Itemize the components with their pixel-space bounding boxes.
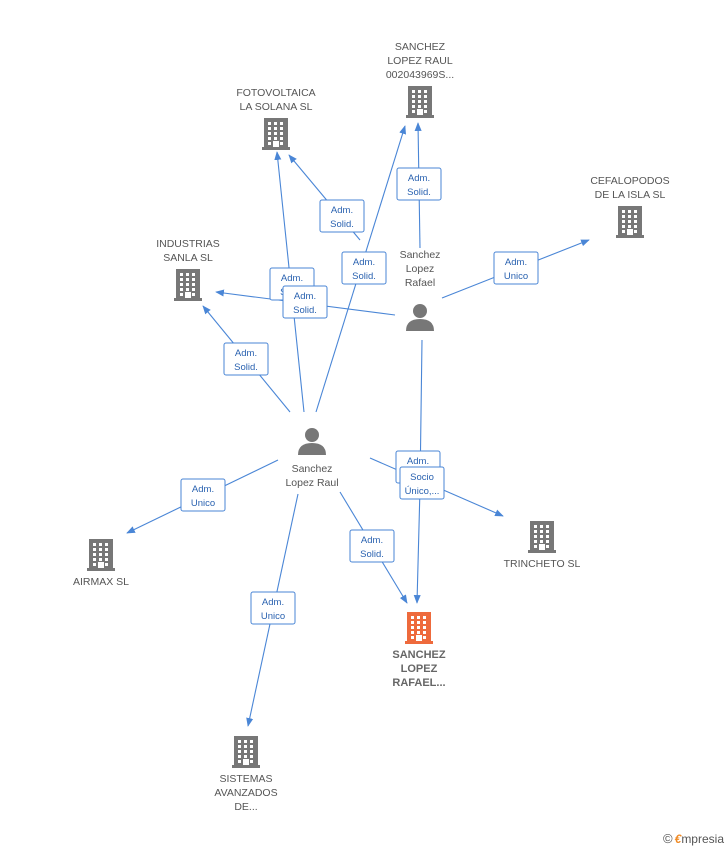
edge-role-label[interactable]: Adm. Unico <box>250 591 296 625</box>
edge-role-text: Solid. <box>352 271 376 282</box>
building-icon <box>406 86 434 118</box>
node-label-line: SANCHEZ <box>395 41 446 53</box>
edge-role-text: Adm. <box>235 348 257 359</box>
node-label-line: SISTEMAS <box>219 773 272 785</box>
edge-role-label[interactable]: Adm. Solid. <box>396 167 442 201</box>
building-icon <box>174 269 202 301</box>
node-cefalopodos[interactable]: CEFALOPODOS DE LA ISLA SL <box>590 175 670 238</box>
node-label-line: DE LA ISLA SL <box>595 189 666 201</box>
node-label-line: LOPEZ RAUL <box>387 55 453 67</box>
node-sanchez_lopez_raul_co[interactable]: SANCHEZ LOPEZ RAUL 002043969S... <box>386 41 454 118</box>
node-label-line: CEFALOPODOS <box>590 175 669 187</box>
nodes-layer: SANCHEZ LOPEZ RAUL 002043969S... FOTOVOLTAI… <box>73 41 670 813</box>
edge-role-text: Adm. <box>331 205 353 216</box>
brand-name-rest: mpresia <box>681 832 724 846</box>
building-icon <box>405 612 433 644</box>
edge-role-label[interactable]: Adm. Unico <box>180 478 226 512</box>
empresia-watermark: ©€mpresia <box>663 831 724 846</box>
copyright-symbol: © <box>663 831 673 846</box>
edge-role-text: Solid. <box>360 549 384 560</box>
edge-role-label[interactable]: Adm. Solid. <box>319 199 365 233</box>
edge-role-text: Adm. <box>294 291 316 302</box>
node-label-line: TRINCHETO SL <box>504 558 581 570</box>
node-label-line: AIRMAX SL <box>73 576 129 588</box>
edge-role-text: Unico <box>504 271 528 282</box>
node-label-line: RAFAEL... <box>392 677 445 689</box>
node-label-line: FOTOVOLTAICA <box>236 87 315 99</box>
node-label-line: Lopez Raul <box>285 477 338 489</box>
node-label-line: 002043969S... <box>386 69 454 81</box>
brand-first-letter: € <box>674 832 682 846</box>
edge-role-label[interactable]: Adm. Unico <box>493 251 539 285</box>
building-icon <box>616 206 644 238</box>
building-icon <box>87 539 115 571</box>
edge-role-text: Solid. <box>293 305 317 316</box>
edge-role-text: Adm. <box>361 535 383 546</box>
node-sistemas[interactable]: SISTEMAS AVANZADOS DE... <box>214 736 278 813</box>
edge-role-label[interactable]: Adm. Solid. <box>349 529 395 563</box>
node-label-line: INDUSTRIAS <box>156 238 220 250</box>
building-icon <box>232 736 260 768</box>
building-icon <box>528 521 556 553</box>
edge-role-label[interactable]: Adm. Solid. <box>223 342 269 376</box>
building-icon <box>262 118 290 150</box>
node-label-line: AVANZADOS <box>214 787 277 799</box>
edge-labels-layer: Adm. Solid. Adm. Solid. Adm. Solid. Adm. Solid.… <box>180 167 539 625</box>
edge-role-text: Solid. <box>330 219 354 230</box>
node-label-line: Sanchez <box>292 463 333 475</box>
node-trincheto[interactable]: TRINCHETO SL <box>504 521 581 570</box>
edge-role-text: Unico <box>261 611 285 622</box>
edge-role-text: Adm. <box>353 257 375 268</box>
node-label-line: Rafael <box>405 277 435 289</box>
edge-role-label[interactable]: SocioÚnico,... <box>399 466 445 500</box>
edge-role-text: Unico <box>191 498 215 509</box>
edge-role-text: Único,... <box>405 486 440 497</box>
node-label-line: SANLA SL <box>163 252 213 264</box>
edge-role-text: Adm. <box>407 456 429 467</box>
node-label-line: SANCHEZ <box>392 649 445 661</box>
node-industrias[interactable]: INDUSTRIAS SANLA SL <box>156 238 220 301</box>
edge-role-text: Adm. <box>408 173 430 184</box>
edge-role-text: Adm. <box>505 257 527 268</box>
edge-role-label[interactable]: Adm. Solid. <box>282 285 328 319</box>
edge-role-text: Adm. <box>281 273 303 284</box>
node-label-line: Lopez <box>406 263 435 275</box>
edge-role-text: Solid. <box>234 362 258 373</box>
node-label-line: LA SOLANA SL <box>240 101 313 113</box>
node-airmax[interactable]: AIRMAX SL <box>73 539 129 588</box>
edge-role-text: Adm. <box>262 597 284 608</box>
node-label-line: LOPEZ <box>401 663 438 675</box>
edge-role-text: Adm. <box>192 484 214 495</box>
person-icon <box>298 428 326 455</box>
edge-role-text: Socio <box>410 472 434 483</box>
edge-role-label[interactable]: Adm. Solid. <box>341 251 387 285</box>
person-icon <box>406 304 434 331</box>
node-main_company[interactable]: SANCHEZ LOPEZ RAFAEL... <box>392 612 446 689</box>
edge-role-text: Solid. <box>407 187 431 198</box>
node-label-line: DE... <box>234 801 257 813</box>
node-label-line: Sanchez <box>400 249 441 261</box>
node-fotovoltaica[interactable]: FOTOVOLTAICA LA SOLANA SL <box>236 87 316 150</box>
